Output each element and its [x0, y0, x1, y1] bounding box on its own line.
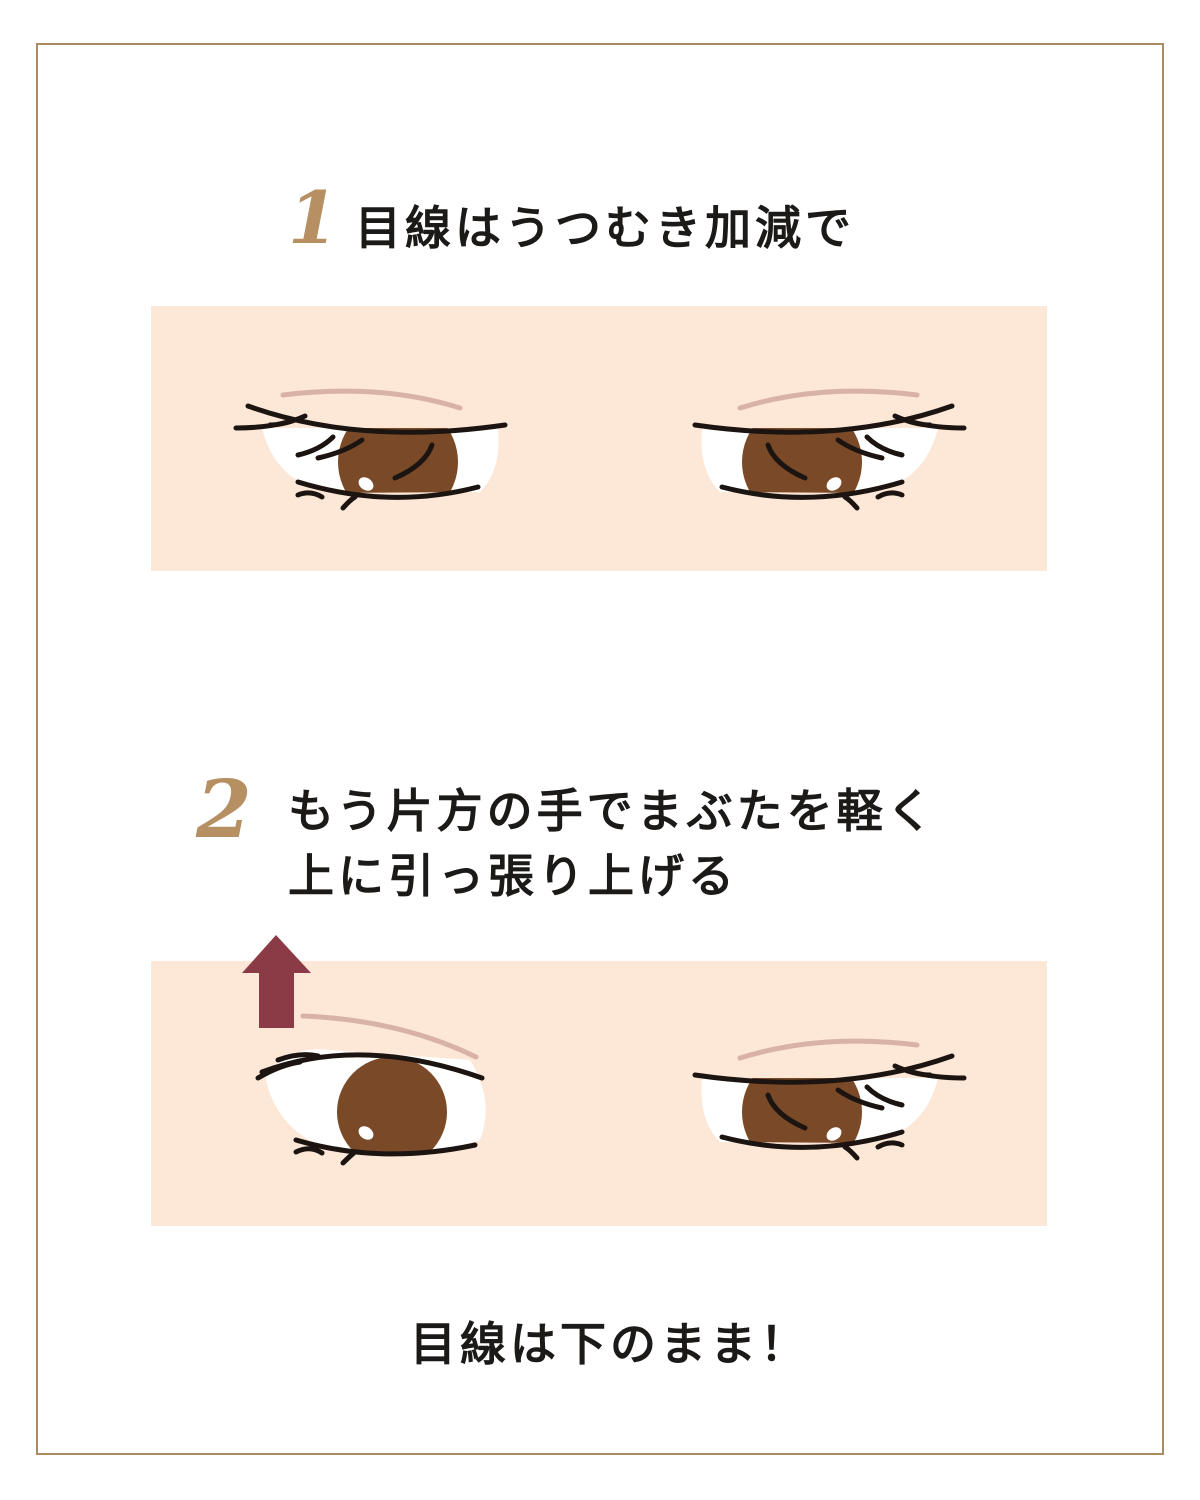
- page-frame: [36, 43, 1164, 1455]
- left-eye-open: [255, 1013, 486, 1166]
- up-arrow-icon: [242, 935, 311, 1028]
- note-text: 目線は下のまま！: [410, 1317, 810, 1371]
- step-1-title: 目線はうつむき加減で: [355, 201, 855, 255]
- step-2-title-line-2: 上に引っ張り上げる: [288, 849, 738, 903]
- step-2-number: 2: [196, 762, 252, 856]
- step-2-title-line-1: もう片方の手でまぶたを軽く: [288, 784, 937, 838]
- step-1-number: 1: [288, 175, 339, 260]
